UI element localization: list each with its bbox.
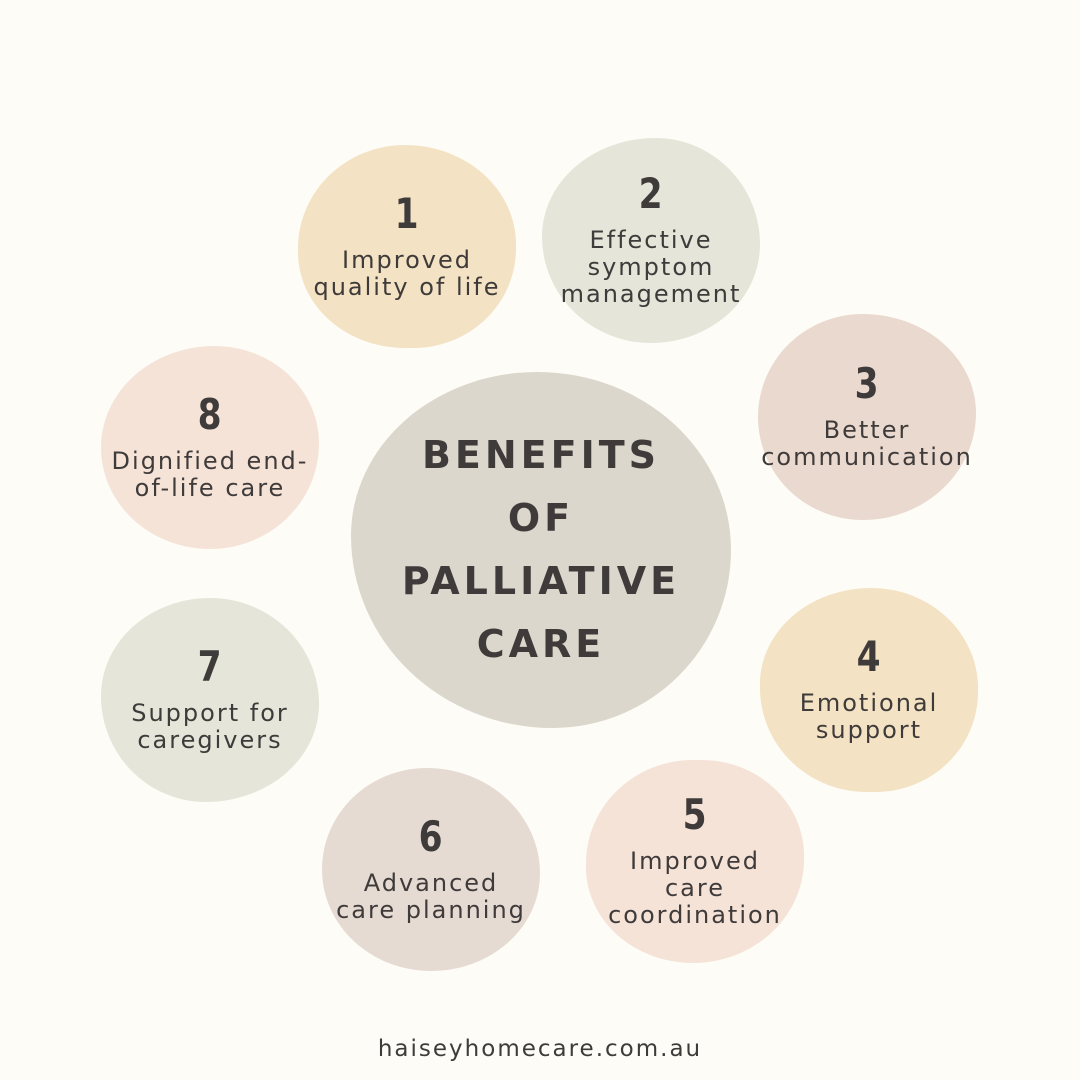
benefit-number: 4 [857,632,881,681]
benefit-circle-3: 3 Better communication [758,314,976,520]
benefit-label: Advanced care planning [336,868,526,924]
benefit-number: 2 [639,169,663,218]
benefit-circle-5: 5 Improved care coordination [586,760,804,963]
benefit-label: Improved care coordination [608,847,782,929]
benefit-circle-2: 2 Effective symptom management [542,138,760,343]
benefit-number: 8 [198,389,222,439]
page-title: BENEFITS OF PALLIATIVE CARE [401,433,681,666]
benefit-number: 6 [419,811,443,861]
benefit-circle-6: 6 Advanced care planning [322,768,540,971]
benefit-circle-1: 1 Improved quality of life [298,145,516,348]
benefit-label: Improved quality of life [313,245,501,301]
benefit-circle-7: 7 Support for caregivers [101,598,319,802]
benefit-circle-4: 4 Emotional support [760,588,978,792]
benefit-label: Dignified end- of-life care [111,446,309,502]
benefit-number: 7 [198,642,222,691]
benefit-label: Emotional support [799,689,939,744]
benefit-number: 1 [395,188,419,238]
footer-website: haiseyhomecare.com.au [377,1036,703,1062]
benefit-label: Support for caregivers [131,699,289,754]
benefit-number: 3 [855,359,879,408]
center-circle: BENEFITS OF PALLIATIVE CARE [351,372,731,728]
benefit-label: Better communication [761,416,973,471]
benefit-label: Effective symptom management [560,226,742,308]
benefit-number: 5 [683,790,707,839]
benefit-circle-8: 8 Dignified end- of-life care [101,346,319,549]
